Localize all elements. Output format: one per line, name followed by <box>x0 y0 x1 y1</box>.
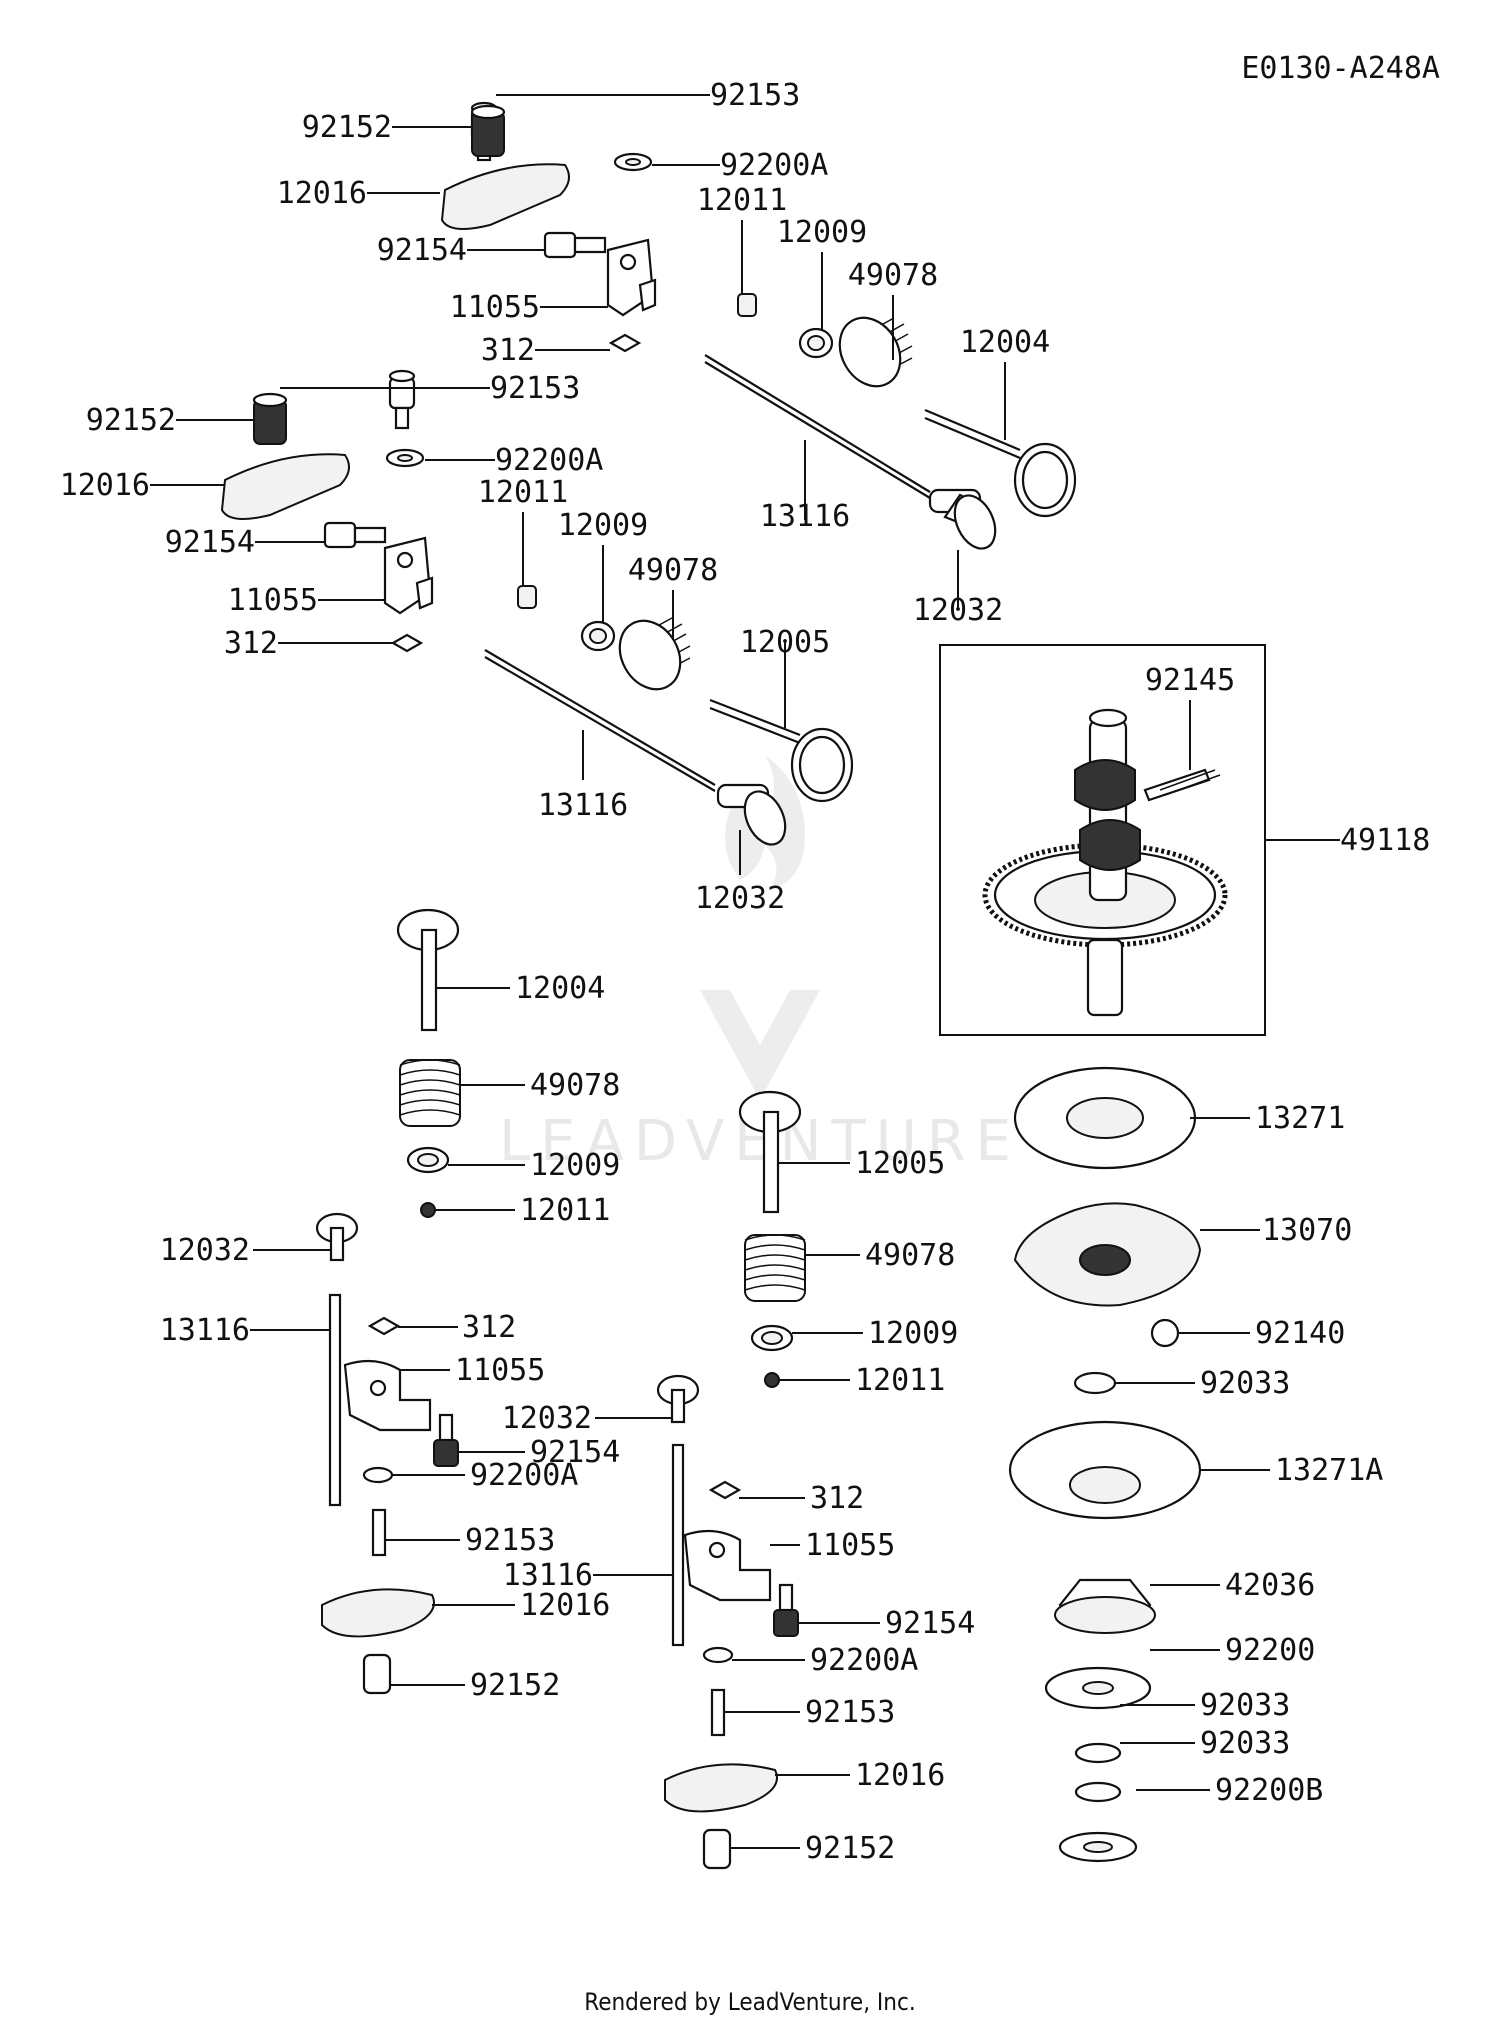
part-callout: 12011 <box>855 1363 945 1398</box>
part-callout: 312 <box>810 1481 864 1516</box>
part-callout: 92154 <box>165 525 255 560</box>
part-callout: 11055 <box>455 1353 545 1388</box>
part-callout: 12009 <box>558 508 648 543</box>
part-callout: 12016 <box>277 176 367 211</box>
part-callout: 92140 <box>1255 1316 1345 1351</box>
part-callout: 42036 <box>1225 1568 1315 1603</box>
part-callout: 92154 <box>530 1435 620 1470</box>
part-callout: 92152 <box>86 403 176 438</box>
part-callout: 312 <box>224 626 278 661</box>
part-callout: 312 <box>481 333 535 368</box>
footer-credit: Rendered by LeadVenture, Inc. <box>584 1988 915 2016</box>
part-callout: 92152 <box>805 1831 895 1866</box>
part-callout: 12016 <box>60 468 150 503</box>
part-callout: 92153 <box>710 78 800 113</box>
part-callout: 12032 <box>695 881 785 916</box>
callout-labels: 92153 92152 92200A 12016 12011 12009 921… <box>60 78 1431 1866</box>
part-callout: 49078 <box>848 258 938 293</box>
part-callout: 92153 <box>465 1523 555 1558</box>
diagram-code: E0130-A248A <box>1241 51 1440 86</box>
part-callout: 12032 <box>913 593 1003 628</box>
rocker-assembly-upper-2 <box>220 369 616 653</box>
part-callout: 92154 <box>885 1606 975 1641</box>
valve-exhaust-lower <box>396 908 461 1218</box>
part-callout: 92200 <box>1225 1633 1315 1668</box>
part-callout: 13116 <box>503 1558 593 1593</box>
part-callout: 92145 <box>1145 663 1235 698</box>
rocker-assembly-upper-1 <box>440 101 834 359</box>
part-callout: 12011 <box>520 1193 610 1228</box>
part-callout: 92152 <box>302 110 392 145</box>
part-callout: 92153 <box>490 371 580 406</box>
part-callout: 49078 <box>628 553 718 588</box>
part-callout: 92033 <box>1200 1726 1290 1761</box>
part-callout: 92200A <box>810 1643 918 1678</box>
part-callout: 49078 <box>865 1238 955 1273</box>
watermark: LEADVENTURE <box>499 755 1011 1174</box>
part-callout: 49078 <box>530 1068 620 1103</box>
part-callout: 13271A <box>1275 1453 1383 1488</box>
part-callout: 92200B <box>1215 1773 1323 1808</box>
part-callout: 13271 <box>1255 1101 1345 1136</box>
part-callout: 92200A <box>495 443 603 478</box>
rocker-assembly-lower-2 <box>656 1374 799 1870</box>
part-callout: 92154 <box>377 233 467 268</box>
part-callout: 92152 <box>470 1668 560 1703</box>
part-callout: 92153 <box>805 1695 895 1730</box>
part-callout: 12016 <box>855 1758 945 1793</box>
part-callout: 12009 <box>530 1148 620 1183</box>
camshaft-gear <box>982 708 1228 1017</box>
part-callout: 11055 <box>805 1528 895 1563</box>
part-callout: 92200A <box>470 1458 578 1493</box>
valve-set-upper-1 <box>704 316 1077 550</box>
leader-lines <box>150 94 1340 1849</box>
part-callout: 92033 <box>1200 1366 1290 1401</box>
part-callout: 11055 <box>450 290 540 325</box>
rocker-assembly-lower-1 <box>315 1212 459 1695</box>
part-callout: 13070 <box>1262 1213 1352 1248</box>
part-callout: 12011 <box>697 183 787 218</box>
part-callout: 312 <box>462 1310 516 1345</box>
part-callout: 13116 <box>538 788 628 823</box>
valve-intake-lower <box>738 1090 806 1388</box>
part-callout: 12005 <box>740 625 830 660</box>
parts-drawing <box>220 101 1266 1870</box>
part-callout: 12032 <box>160 1233 250 1268</box>
part-callout: 12009 <box>868 1316 958 1351</box>
part-callout: 13116 <box>160 1313 250 1348</box>
part-callout: 11055 <box>228 583 318 618</box>
part-callout: 12016 <box>520 1588 610 1623</box>
valve-set-upper-2 <box>484 617 854 846</box>
part-callout: 12009 <box>777 215 867 250</box>
part-callout: 49118 <box>1340 823 1430 858</box>
part-callout: 12032 <box>502 1401 592 1436</box>
part-callout: 12004 <box>515 971 605 1006</box>
part-callout: 92033 <box>1200 1688 1290 1723</box>
part-callout: 12011 <box>478 475 568 510</box>
part-callout: 12004 <box>960 325 1050 360</box>
governor-stack <box>1008 1066 1202 1863</box>
part-callout: 13116 <box>760 499 850 534</box>
part-callout: 12005 <box>855 1146 945 1181</box>
part-callout: 92200A <box>720 148 828 183</box>
